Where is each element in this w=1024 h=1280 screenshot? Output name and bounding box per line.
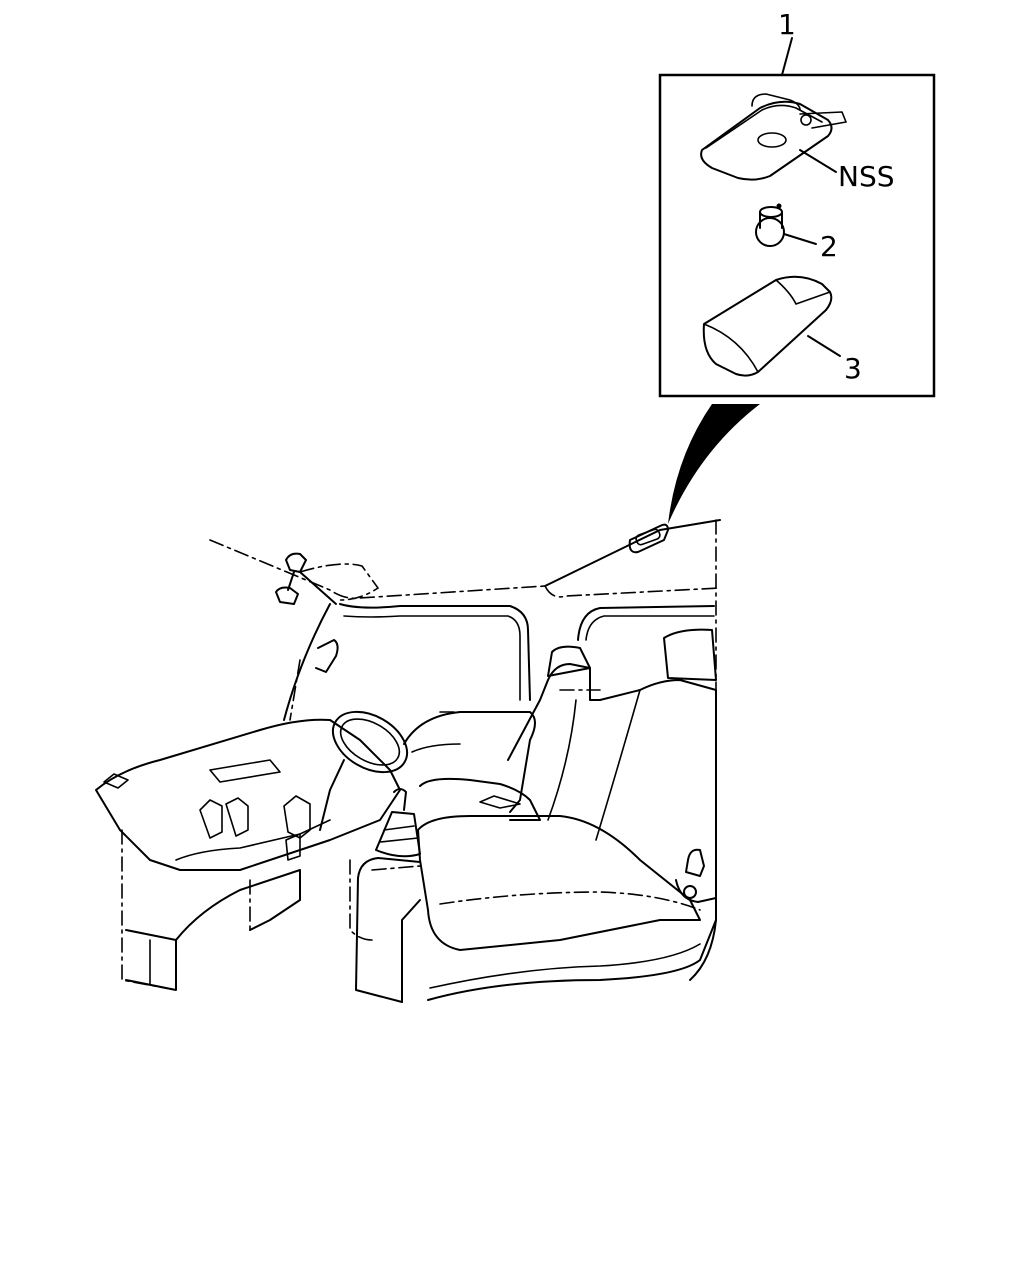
dome-lamp-location <box>628 523 669 554</box>
mirror-icon <box>275 552 337 605</box>
seatbelt-anchor-icon <box>675 848 717 903</box>
cab-interior-illustration <box>95 519 721 1003</box>
lamp-housing-icon <box>700 93 847 181</box>
bulb-callout: 2 <box>820 230 838 263</box>
bulb-icon <box>755 203 785 247</box>
seat-icon <box>507 628 717 881</box>
lens-callout: 3 <box>844 352 862 385</box>
bulb-leader <box>783 233 817 245</box>
nss-leader <box>799 149 837 173</box>
steering-wheel-icon <box>319 710 408 831</box>
detail-pointer <box>668 404 760 524</box>
lens-leader <box>807 335 841 357</box>
nss-callout: NSS <box>838 160 895 193</box>
lens-icon <box>702 275 833 377</box>
detail-inset <box>658 37 936 398</box>
assembly-callout: 1 <box>778 8 796 41</box>
gear-shift-icon <box>375 788 421 858</box>
assembly-leader <box>781 37 793 76</box>
